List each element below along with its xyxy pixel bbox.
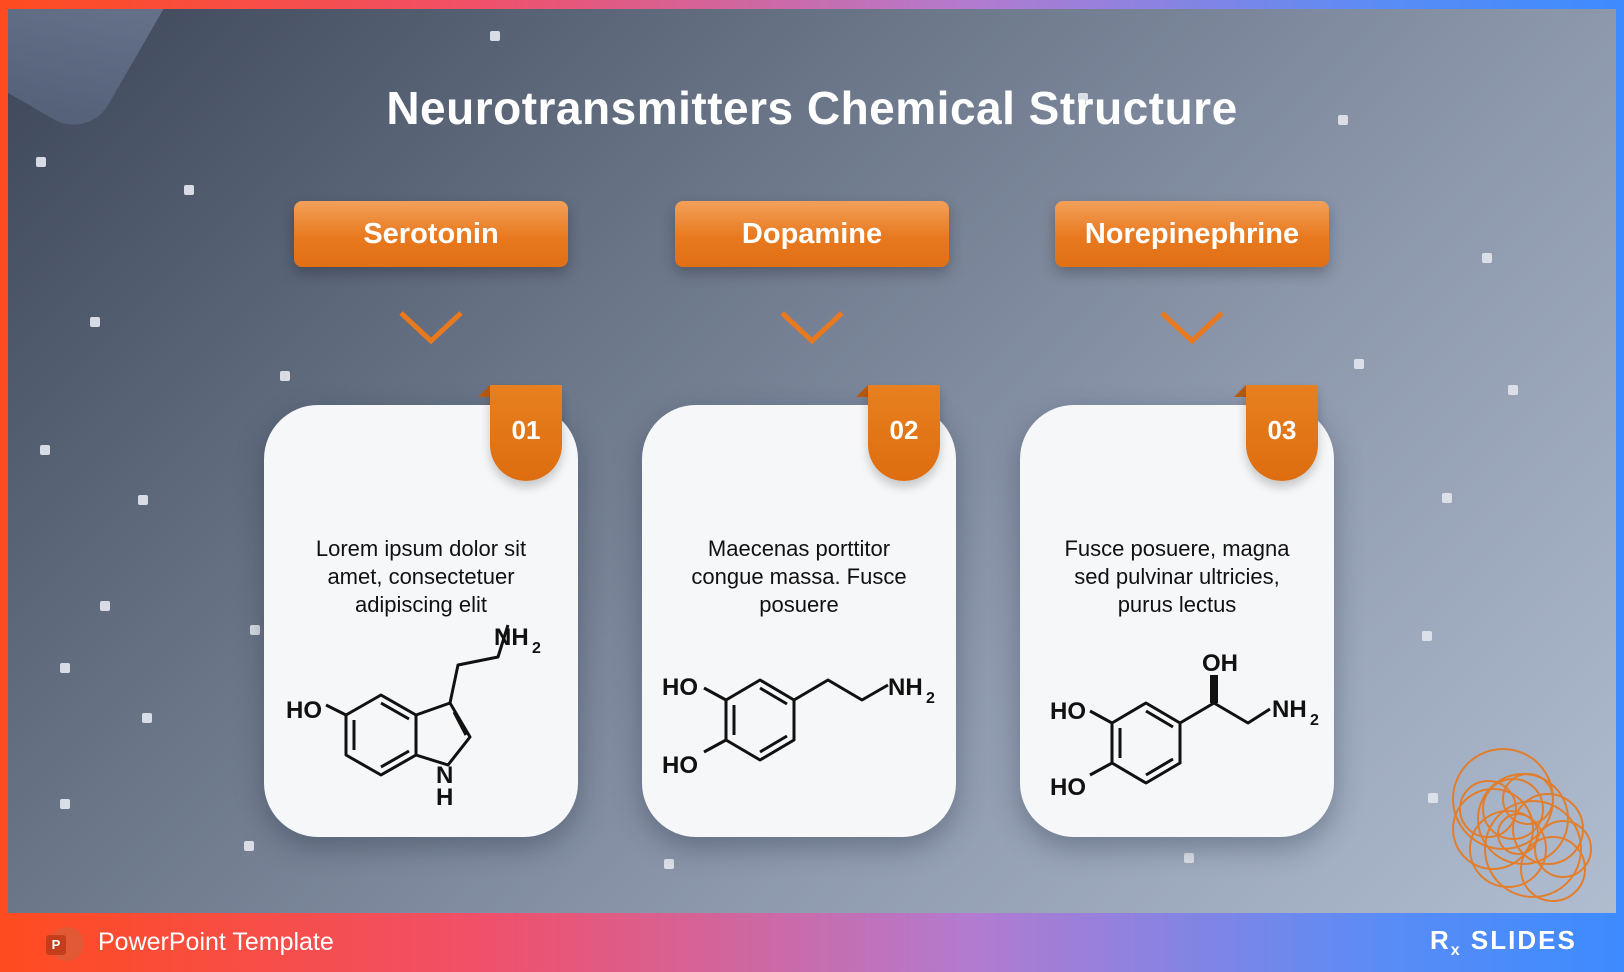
decor-dot <box>1422 631 1432 641</box>
decor-dot <box>490 31 500 41</box>
dopamine-structure: HO HO NH 2 <box>662 674 935 779</box>
powerpoint-icon: P <box>46 927 84 961</box>
rx-slides-logo: Rx SLIDES <box>1430 925 1577 959</box>
scribble-decoration <box>1452 748 1592 902</box>
svg-text:HO: HO <box>1050 774 1086 801</box>
badge-number: 02 <box>856 385 940 481</box>
decor-dot <box>100 601 110 611</box>
decor-dot <box>250 625 260 635</box>
svg-text:NH: NH <box>1272 696 1307 723</box>
decor-dot <box>40 445 50 455</box>
svg-text:2: 2 <box>1310 712 1319 729</box>
label-dopamine: Dopamine <box>675 201 949 267</box>
footer-bar: P PowerPoint Template Rx SLIDES <box>0 913 1624 972</box>
decor-dot <box>184 185 194 195</box>
decor-dot <box>1482 253 1492 263</box>
footer-template-label: PowerPoint Template <box>98 928 334 956</box>
svg-text:N: N <box>436 762 453 789</box>
decor-dot <box>1354 359 1364 369</box>
chevron-down-icon <box>399 311 463 345</box>
decor-dot <box>60 799 70 809</box>
label-serotonin: Serotonin <box>294 201 568 267</box>
svg-text:NH: NH <box>888 674 923 701</box>
decor-dot <box>60 663 70 673</box>
badge-number: 01 <box>478 385 562 481</box>
card-description: Maecenas porttitor congue massa. Fusce p… <box>691 536 907 617</box>
decor-dot <box>244 841 254 851</box>
label-norepinephrine: Norepinephrine <box>1055 201 1329 267</box>
svg-text:HO: HO <box>662 674 698 701</box>
decor-dot <box>1338 115 1348 125</box>
chevron-down-icon <box>1160 311 1224 345</box>
decor-dot <box>90 317 100 327</box>
svg-text:NH: NH <box>494 624 529 651</box>
svg-text:HO: HO <box>1050 698 1086 725</box>
svg-text:H: H <box>436 784 453 811</box>
serotonin-structure: HO NH 2 N H <box>286 624 541 811</box>
chevron-down-icon <box>780 311 844 345</box>
badge-number: 03 <box>1234 385 1318 481</box>
svg-text:2: 2 <box>926 690 935 707</box>
norepinephrine-structure: HO HO OH NH 2 <box>1050 650 1319 801</box>
decor-dot <box>1442 493 1452 503</box>
decor-dot <box>1508 385 1518 395</box>
decor-dot <box>36 157 46 167</box>
svg-text:HO: HO <box>286 697 322 724</box>
svg-text:2: 2 <box>532 640 541 657</box>
card-description: Fusce posuere, magna sed pulvinar ultric… <box>1064 536 1290 617</box>
decor-dot <box>1184 853 1194 863</box>
decor-dot <box>280 371 290 381</box>
slide-title: Neurotransmitters Chemical Structure <box>386 82 1238 134</box>
slide-canvas: Neurotransmitters Chemical Structure Ser… <box>8 9 1616 913</box>
decor-dot <box>142 713 152 723</box>
decor-dot <box>1078 93 1088 103</box>
svg-text:HO: HO <box>662 752 698 779</box>
card-description: Lorem ipsum dolor sit amet, consectetuer… <box>315 536 527 617</box>
decor-dot <box>1428 793 1438 803</box>
decor-dot <box>138 495 148 505</box>
svg-text:OH: OH <box>1202 650 1238 677</box>
decor-dot <box>664 859 674 869</box>
